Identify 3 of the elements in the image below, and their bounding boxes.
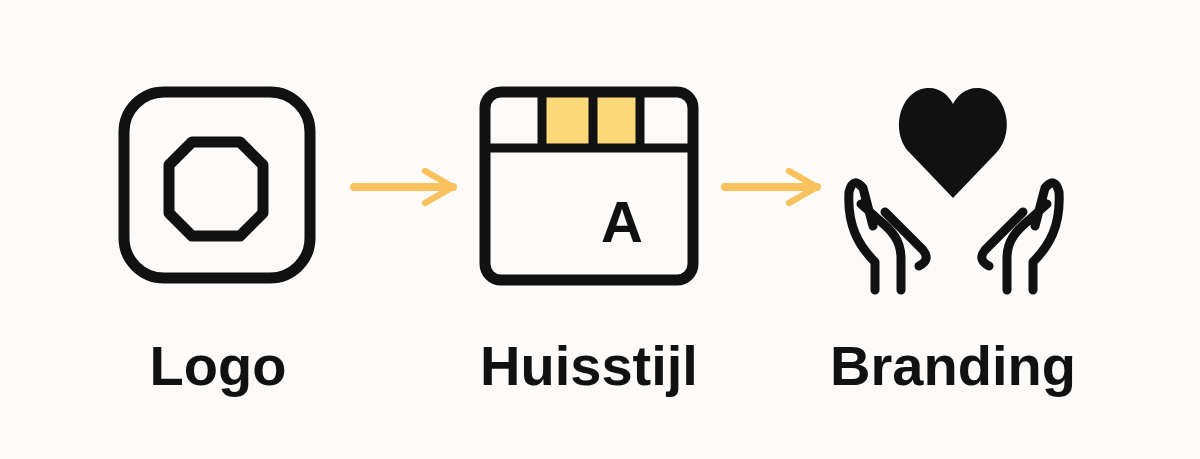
letter-label: A (601, 193, 643, 251)
arrow (350, 167, 457, 207)
arrow (721, 167, 821, 207)
